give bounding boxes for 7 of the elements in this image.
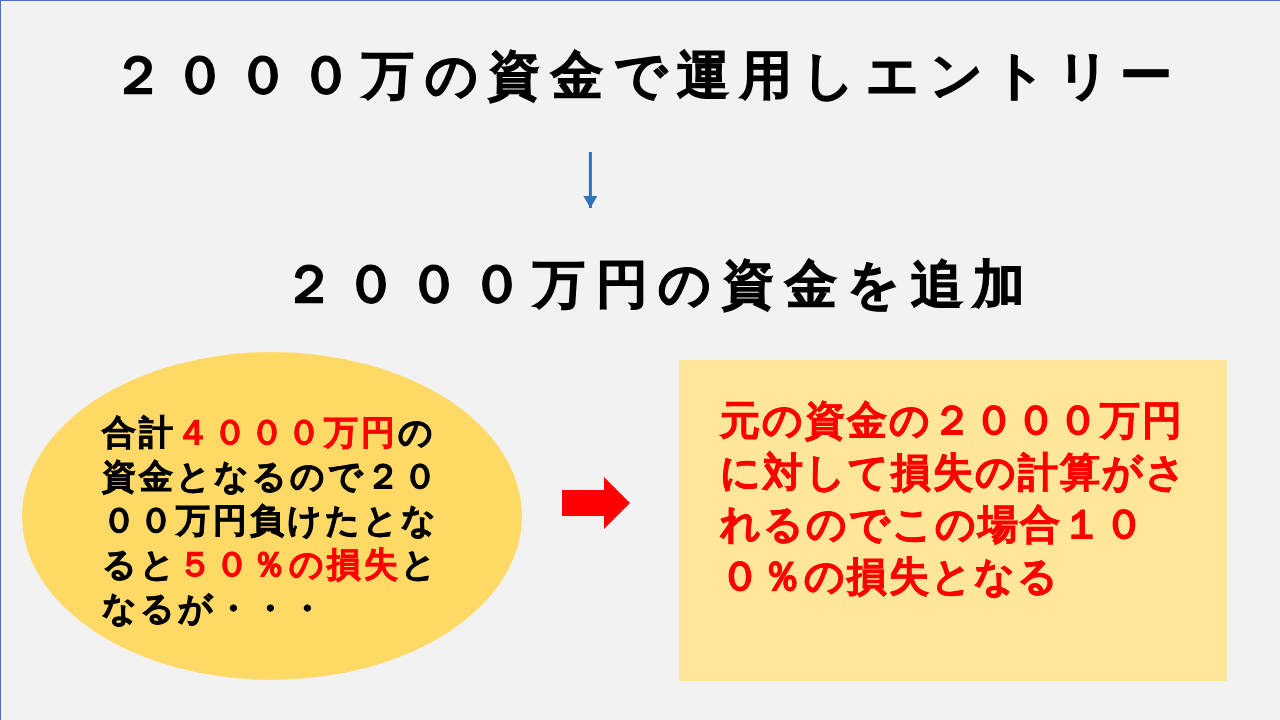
note-box <box>679 360 1227 681</box>
heading-text: ２０００万円の資金を追加 <box>282 252 1036 316</box>
callout-text: 合計４０００万円の資金となるので２０００万円負けたとなると５０％の損失となるが・・・ <box>102 412 441 629</box>
arrow <box>583 152 598 208</box>
heading-text: ２０００万の資金で運用しエントリー <box>111 43 1183 107</box>
note-text: 元の資金の２０００万円に対して損失の計算がされるのでこの場合１００％の損失となる <box>720 397 1189 600</box>
block-arrow <box>562 477 630 529</box>
